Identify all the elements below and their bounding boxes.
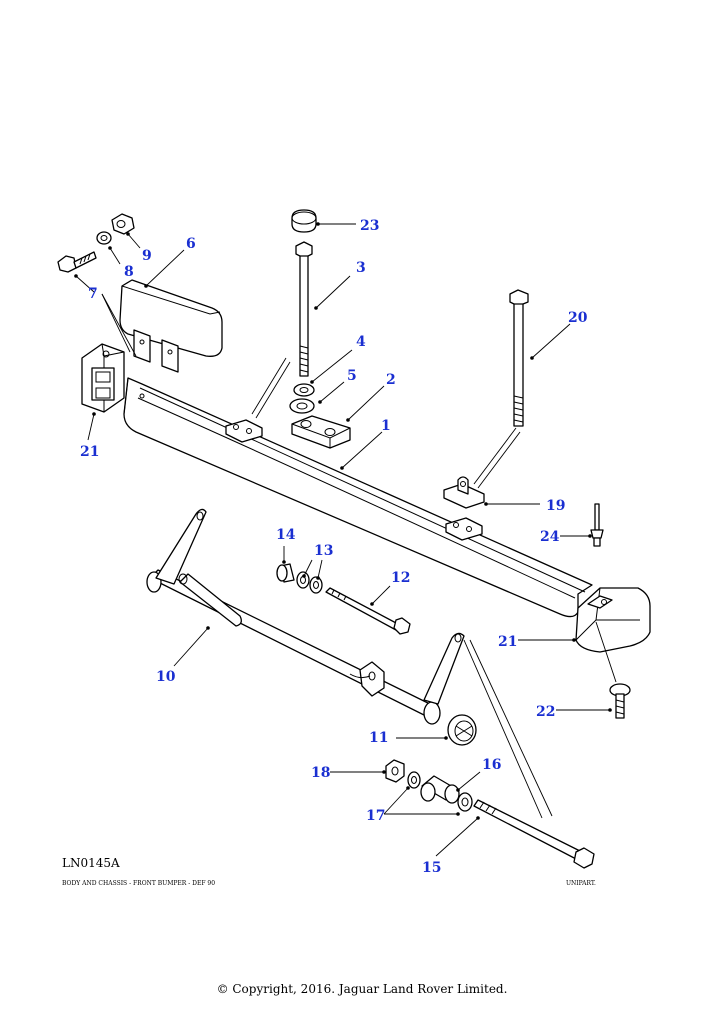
clamp-plate-2 (291, 415, 351, 449)
rivet-24 (590, 503, 604, 547)
bush-16 (420, 775, 460, 804)
callout-18: 18 (311, 765, 330, 781)
cap-nut-23 (291, 209, 317, 233)
washer-4 (293, 383, 315, 397)
callout-21-left: 21 (80, 444, 99, 460)
end-cap-right (575, 587, 651, 653)
callout-1: 1 (381, 418, 391, 434)
beam-bracket-right (445, 517, 483, 541)
callout-6: 6 (186, 236, 196, 252)
callout-20: 20 (568, 310, 588, 326)
callout-13: 13 (314, 543, 333, 559)
long-bolt-3 (295, 241, 313, 377)
copyright-notice: © Copyright, 2016. Jaguar Land Rover Lim… (216, 982, 508, 996)
bolt-15 (473, 799, 595, 869)
bolt-7 (57, 251, 97, 273)
brand-mark: UNIPART. (566, 880, 596, 887)
a-frame-tube-10 (146, 508, 465, 725)
washer-17a (407, 771, 421, 789)
washer-5 (289, 398, 315, 414)
callout-17: 17 (366, 808, 385, 824)
long-bolt-20 (509, 289, 529, 427)
callout-23: 23 (360, 218, 379, 234)
assembly-guide-lines (101, 293, 617, 819)
end-plug-11 (447, 714, 477, 746)
push-clip-22 (609, 683, 631, 719)
bush-14 (276, 563, 295, 583)
callout-24: 24 (540, 529, 560, 545)
diagram-reference: LN0145A (62, 856, 120, 870)
callout-9: 9 (142, 248, 152, 264)
callout-3: 3 (356, 260, 366, 276)
callout-4: 4 (356, 334, 366, 350)
nut-9 (111, 213, 135, 235)
washer-13b (309, 576, 323, 594)
washer-13a (296, 571, 310, 589)
nut-18 (385, 759, 405, 783)
leader-lines (74, 222, 612, 857)
end-cap-left (81, 343, 125, 413)
beam-bracket-left (225, 419, 263, 443)
callout-7: 7 (88, 286, 98, 302)
callout-10: 10 (156, 669, 176, 685)
callout-15: 15 (422, 860, 441, 876)
callout-8: 8 (124, 264, 134, 280)
washer-17b (457, 792, 473, 812)
callout-14: 14 (276, 527, 296, 543)
callout-11: 11 (369, 730, 388, 746)
callout-21-right: 21 (498, 634, 517, 650)
callout-16: 16 (482, 757, 501, 773)
washer-8 (96, 231, 112, 245)
callout-12: 12 (391, 570, 410, 586)
callout-5: 5 (347, 368, 357, 384)
bolt-12 (325, 587, 411, 635)
bracket-19 (443, 476, 485, 509)
callout-19: 19 (546, 498, 565, 514)
callout-22: 22 (536, 704, 555, 720)
diagram-caption: BODY AND CHASSIS - FRONT BUMPER - DEF 90 (62, 880, 216, 887)
callout-2: 2 (386, 372, 396, 388)
bumper-cover-plate (119, 279, 223, 373)
